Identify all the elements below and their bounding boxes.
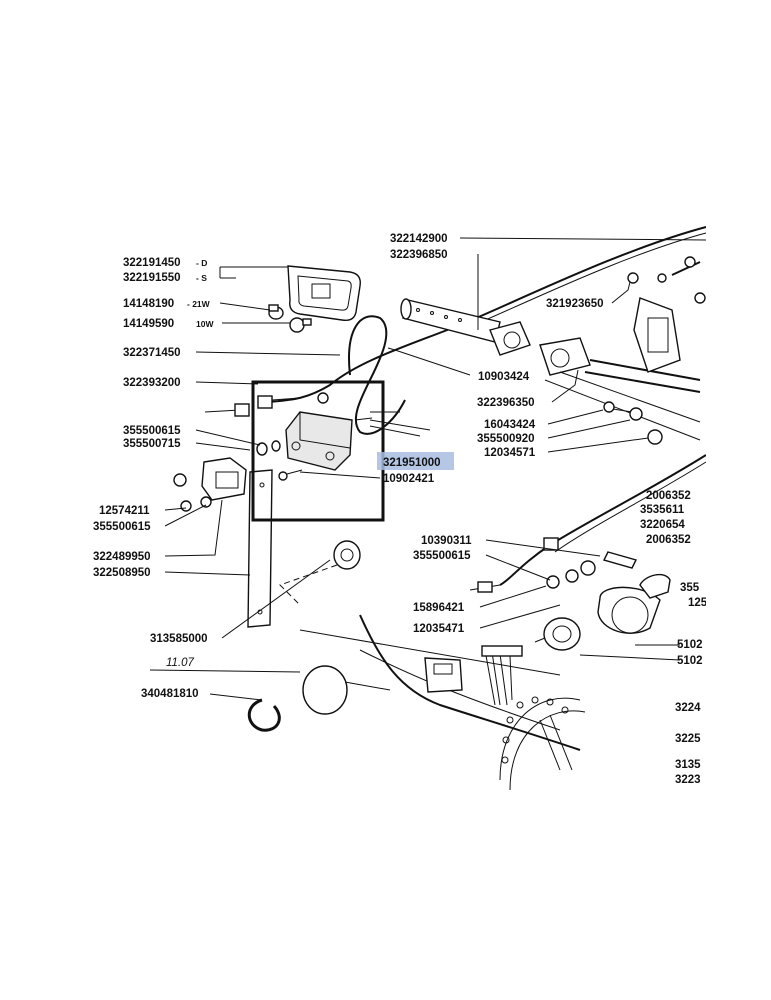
round-lamp — [302, 665, 391, 715]
label-14149590: 14149590 — [123, 318, 174, 330]
label-16043424: 16043424 — [484, 419, 536, 431]
rear-lamp-lens — [287, 265, 361, 322]
socket-321951000 — [285, 411, 431, 471]
label-322489950: 322489950 — [93, 551, 151, 563]
label-right-3225: 3225 — [675, 733, 701, 745]
label-12035471: 12035471 — [413, 623, 465, 635]
label-10903424: 10903424 — [478, 371, 530, 383]
label-322191450: 322191450 — [123, 257, 181, 269]
label-right-3224: 3224 — [675, 702, 701, 714]
label-right-5102-b: 5102 — [677, 655, 703, 667]
label-322191450-suffix: - D — [196, 258, 207, 268]
label-14148190: 14148190 — [123, 298, 174, 310]
label-322396350: 322396350 — [477, 397, 535, 409]
trailer-socket — [534, 617, 581, 651]
label-340481810: 340481810 — [141, 688, 199, 700]
label-right-2006352-b: 2006352 — [646, 534, 691, 546]
label-right-3220654: 3220654 — [640, 519, 685, 531]
label-322142900: 322142900 — [390, 233, 448, 245]
label-355500615-b: 355500615 — [93, 521, 151, 533]
highlight-321951000 — [377, 452, 454, 470]
label-right-125: 125 — [688, 597, 708, 609]
clamp-bracket-left — [489, 321, 531, 356]
label-355500715: 355500715 — [123, 438, 181, 450]
crossbar-tube — [400, 298, 501, 343]
trailer-socket-cover — [597, 573, 671, 634]
label-355500920: 355500920 — [477, 433, 535, 445]
selection-box — [251, 380, 385, 522]
label-10902421: 10902421 — [383, 473, 435, 485]
label-355500615: 355500615 — [123, 425, 181, 437]
cable-loop — [348, 315, 406, 435]
label-right-3535611: 3535611 — [640, 504, 685, 516]
label-right-2006352-a: 2006352 — [646, 490, 691, 502]
label-10390311: 10390311 — [421, 535, 472, 547]
brake-drum — [499, 696, 586, 791]
label-355500615-c: 355500615 — [413, 550, 471, 562]
main-cable — [267, 226, 707, 403]
grommet-round — [279, 540, 361, 606]
label-322371450: 322371450 — [123, 347, 181, 359]
right-bracket-plate — [627, 256, 706, 373]
label-right-3223: 3223 — [675, 774, 701, 786]
label-right-355: 355 — [680, 582, 700, 594]
bolt-washers-right — [603, 401, 663, 445]
wiring-harness — [299, 614, 581, 751]
leader-lines — [149, 237, 707, 701]
label-322396850: 322396850 — [390, 249, 448, 261]
label-321923650: 321923650 — [546, 298, 604, 310]
label-322508950: 322508950 — [93, 567, 151, 579]
label-11-07: 11.07 — [166, 657, 195, 669]
screw-10902421 — [278, 469, 303, 481]
label-322191550-suffix: - S — [196, 273, 207, 283]
bulb-10w — [289, 317, 312, 333]
clamp-bracket-right — [539, 337, 701, 393]
label-322191550: 322191550 — [123, 272, 181, 284]
label-321951000: 321951000 — [383, 457, 441, 469]
label-right-5102-a: 5102 — [677, 639, 703, 651]
label-right-3135: 3135 — [675, 759, 701, 771]
label-15896421: 15896421 — [413, 602, 465, 614]
label-14148190-suffix: - 21W — [187, 299, 211, 309]
washers-left — [256, 440, 281, 456]
lamp-bracket-small — [173, 457, 247, 512]
bolt-10390311 — [546, 551, 638, 589]
label-12034571: 12034571 — [484, 447, 536, 459]
right-crop-mask — [706, 200, 771, 820]
label-12574211: 12574211 — [99, 505, 150, 517]
label-322393200: 322393200 — [123, 377, 181, 389]
bulb-21w — [268, 304, 284, 320]
connector-plug-left — [204, 392, 329, 417]
label-313585000: 313585000 — [150, 633, 208, 645]
ring-clip — [247, 698, 281, 732]
label-14149590-suffix: 10W — [196, 319, 214, 329]
trailer-cable — [469, 454, 707, 593]
